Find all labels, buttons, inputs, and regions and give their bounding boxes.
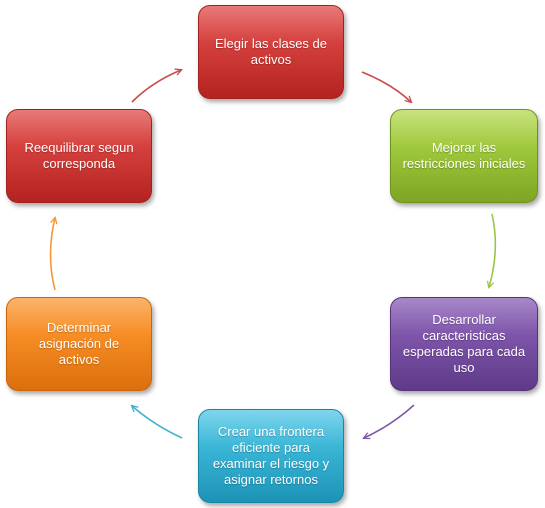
arrow-mejorar-to-desarrollar (489, 213, 497, 287)
arrow-determinar-to-reequilibrar (49, 218, 56, 291)
node-reequilibrar-text: Reequilibrar segun corresponda (24, 140, 134, 171)
node-reequilibrar: Reequilibrar segun corresponda (6, 109, 152, 203)
node-mejorar-restricciones-text: Mejorar las restricciones iniciales (402, 140, 526, 171)
node-determinar-asignacion: Determinar asignación de activos (6, 297, 152, 391)
node-crear-frontera-text: Crear una frontera eficiente para examin… (212, 424, 330, 487)
node-crear-frontera: Crear una frontera eficiente para examin… (198, 409, 344, 503)
arrow-desarrollar-to-crear (364, 404, 415, 438)
node-elegir-clases: Elegir las clases de activos (198, 5, 344, 99)
node-determinar-asignacion-text: Determinar asignación de activos (38, 320, 120, 367)
arrow-reequilibrar-to-elegir (131, 70, 181, 103)
node-desarrollar-caracteristicas: Desarrollar caracteristicas esperadas pa… (390, 297, 538, 391)
node-desarrollar-caracteristicas-text: Desarrollar caracteristicas esperadas pa… (402, 312, 526, 375)
node-elegir-clases-text: Elegir las clases de activos (215, 36, 327, 67)
arrow-elegir-to-mejorar (361, 71, 411, 102)
node-mejorar-restricciones: Mejorar las restricciones iniciales (390, 109, 538, 203)
arrow-crear-to-determinar (132, 406, 183, 439)
